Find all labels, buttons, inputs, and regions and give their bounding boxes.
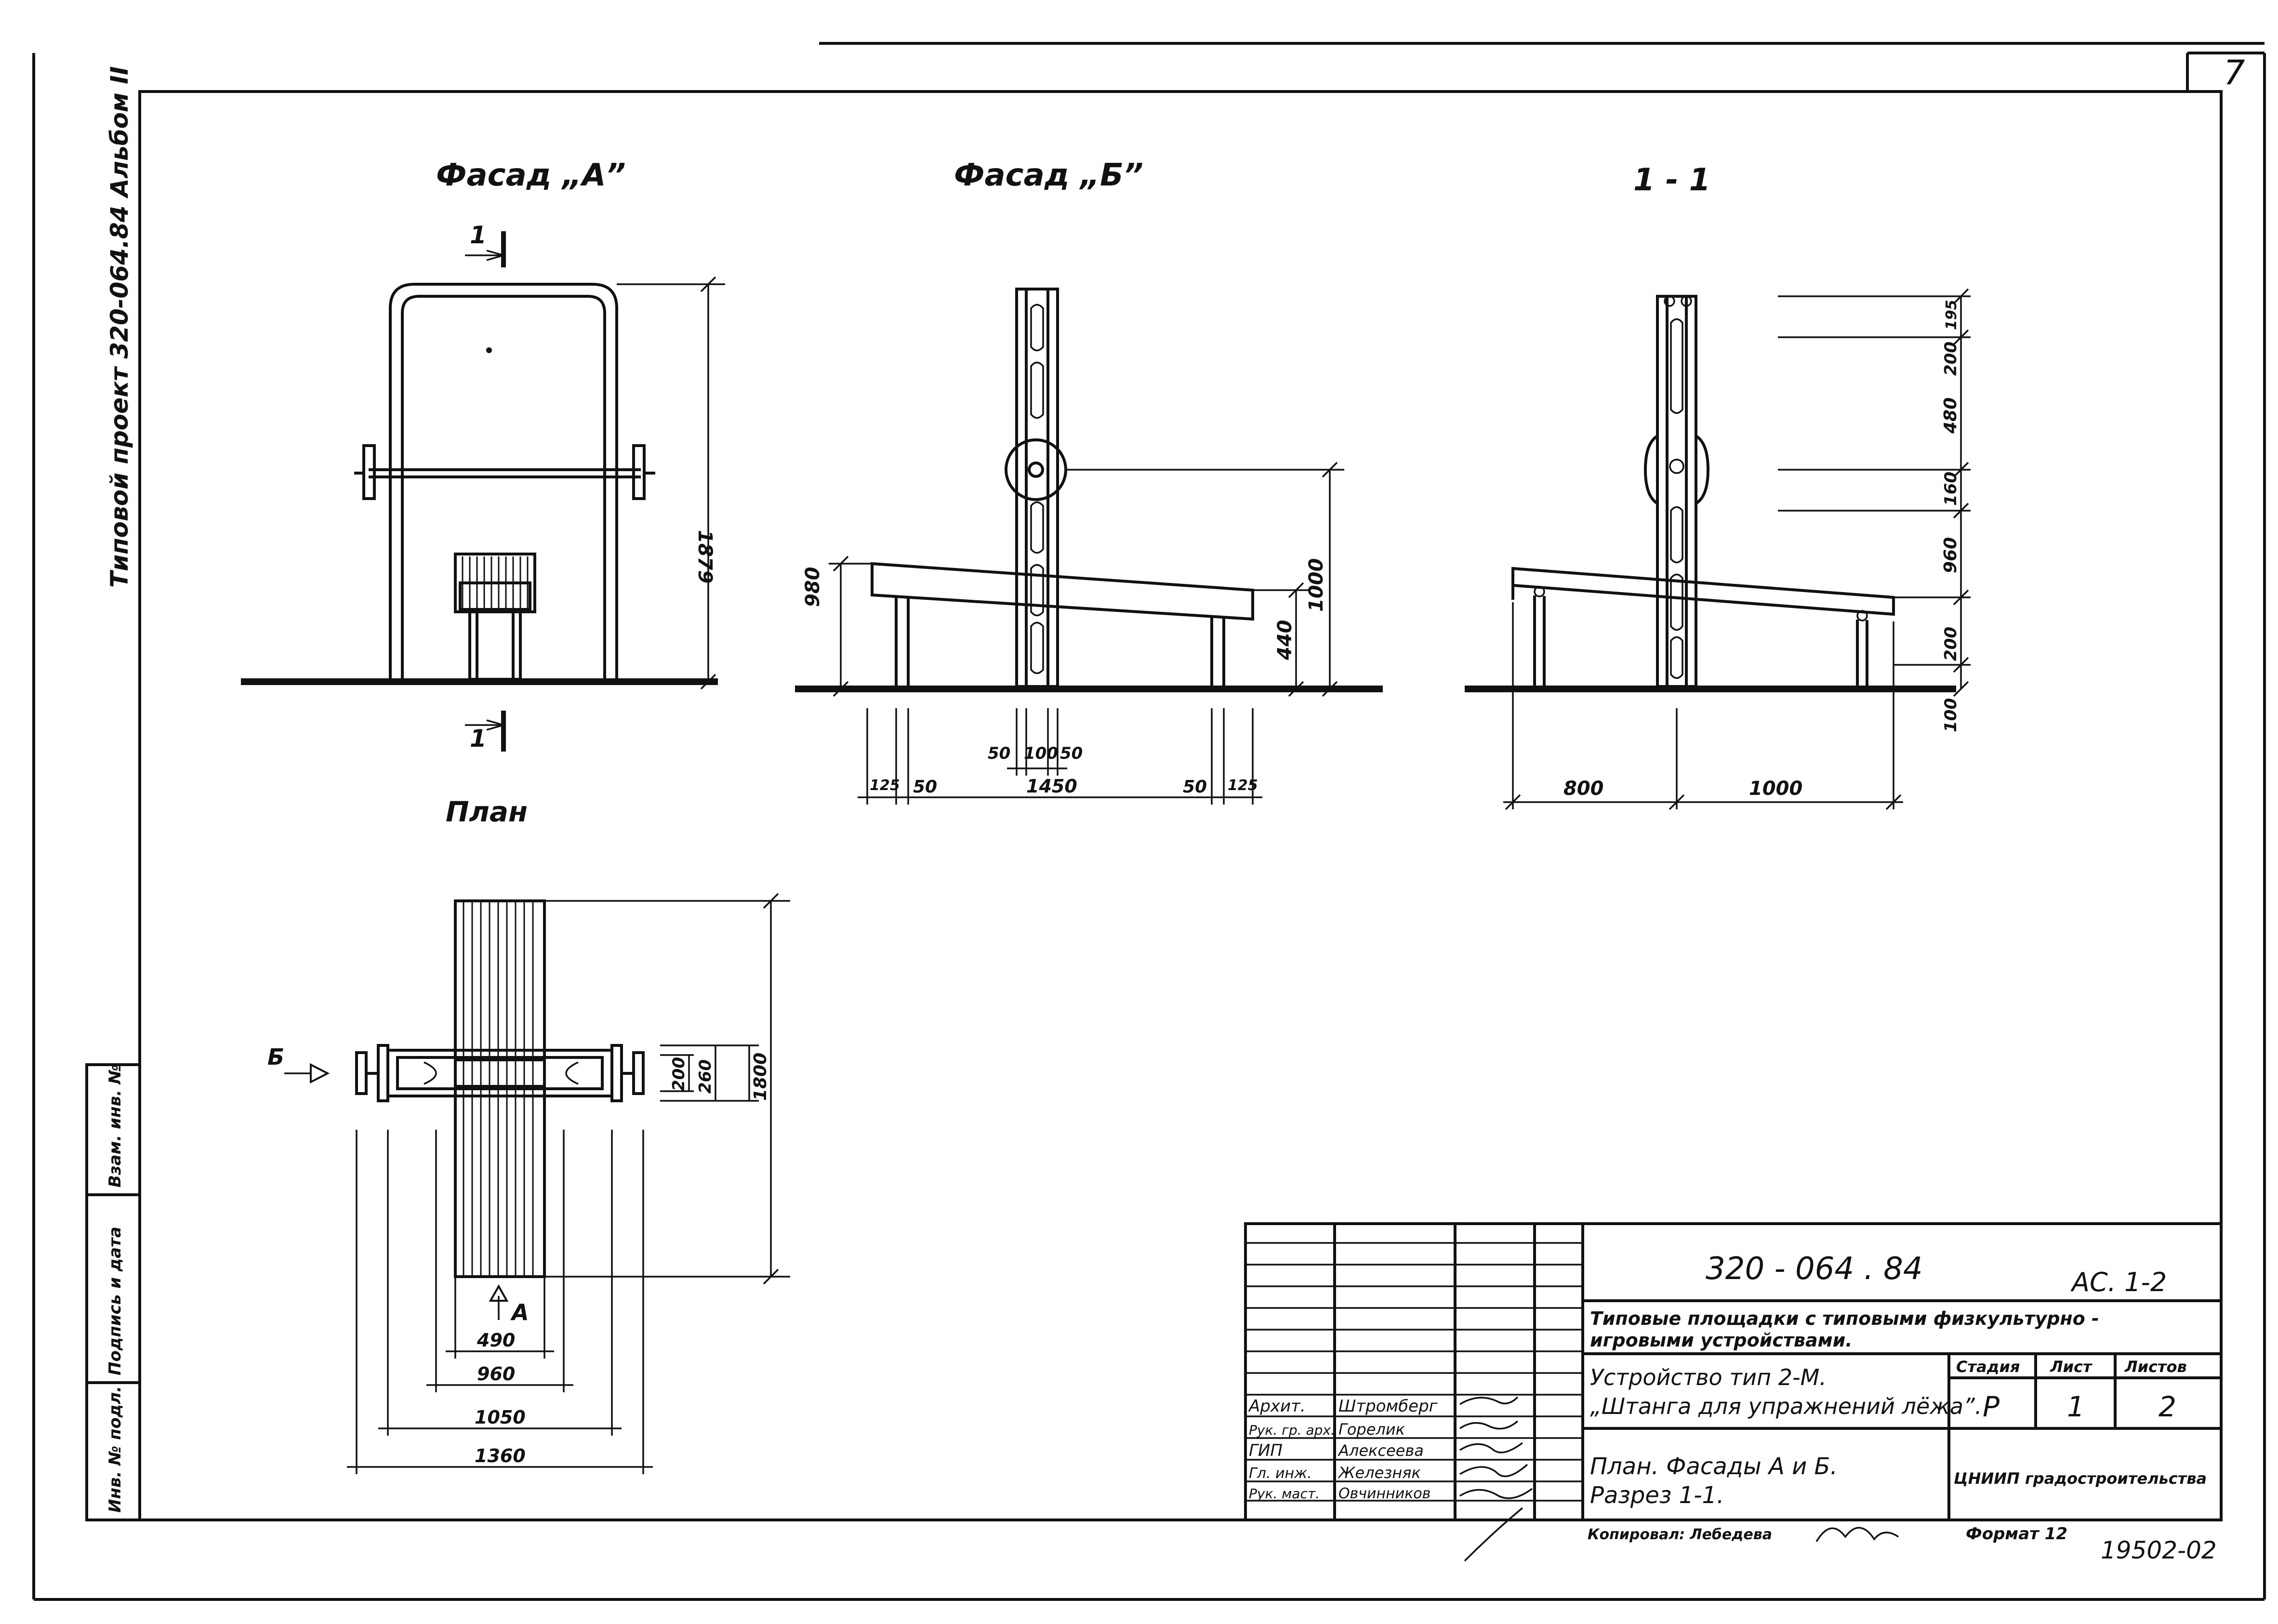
title-block-signatures: [1459, 1396, 1533, 1562]
tb-col-sheet: Лист: [2050, 1358, 2093, 1376]
tb-sheet-title-line2: Разрез 1-1.: [1590, 1482, 1724, 1509]
facade-a-drawing: [241, 231, 725, 752]
plan-arrow-b-label: Б: [267, 1044, 284, 1070]
tb-role-1: Рук. гр. арх.: [1249, 1422, 1335, 1438]
tb-role-0: Архит.: [1248, 1397, 1306, 1416]
tb-sheet-title-line1: План. Фасады А и Б.: [1590, 1453, 1838, 1480]
dim-fb-1000: 1000: [1305, 558, 1327, 612]
tb-code: 320 - 064 . 84: [1706, 1251, 1923, 1287]
dim-fb-1450: 1450: [1026, 776, 1077, 797]
dim-fb-440: 440: [1274, 620, 1296, 661]
dim-p-960: 960: [477, 1363, 515, 1385]
plan-drawing: [284, 893, 790, 1474]
dim-s-1000: 1000: [1749, 778, 1802, 800]
title-facade-b: Фасад „Б”: [954, 158, 1143, 193]
tb-role-4: Рук. маст.: [1249, 1486, 1320, 1502]
tb-col-sheets: Листов: [2124, 1358, 2187, 1376]
tb-name-0: Штромберг: [1338, 1397, 1438, 1416]
dim-fb-100-top: 100: [1024, 744, 1058, 763]
sheet-frame: [32, 42, 2266, 1601]
dim-fa-1879: 1879: [694, 530, 716, 583]
dim-p-1360: 1360: [475, 1445, 526, 1466]
tb-val-stage: Р: [1983, 1390, 2000, 1423]
dim-fb-125-left: 125: [870, 777, 900, 794]
dim-s-100: 100: [1941, 698, 1960, 732]
plan-arrow-a-label: А: [510, 1299, 529, 1325]
tb-role-3: Гл. инж.: [1249, 1465, 1312, 1482]
tb-name-4: Овчинников: [1338, 1485, 1430, 1502]
tb-col-stage: Стадия: [1956, 1358, 2020, 1376]
cut-mark-top: 1: [470, 221, 487, 249]
title-block-grid: [1244, 1222, 2223, 1521]
dim-fb-50-top2: 50: [1060, 744, 1083, 763]
side-stamp-text-3: Взам. инв. №: [106, 1064, 125, 1188]
tb-role-2: ГИП: [1249, 1441, 1283, 1460]
tb-name-1: Горелик: [1338, 1420, 1405, 1439]
title-plan: План: [446, 795, 528, 828]
copier-signature: [1815, 1527, 1899, 1542]
dim-s-480: 480: [1941, 397, 1960, 434]
tb-copied-by: Копировал: Лебедева: [1588, 1526, 1772, 1543]
side-stamp-text-1: Инв. № подл.: [106, 1386, 125, 1513]
tb-desc-line2: игровыми устройствами.: [1590, 1330, 1853, 1351]
dim-s-195: 195: [1943, 300, 1960, 330]
tb-format: Формат 12: [1966, 1524, 2067, 1544]
tb-val-sheets: 2: [2159, 1390, 2176, 1423]
tb-item-line1: Устройство тип 2-М.: [1590, 1364, 1827, 1390]
dim-fb-50-top1: 50: [988, 744, 1010, 763]
tb-archive-no: 19502-02: [2101, 1536, 2217, 1564]
sheet-number: 7: [2224, 53, 2245, 92]
tb-item-line2: „Штанга для упражнений лёжа”.: [1590, 1393, 1982, 1419]
side-label: Типовой проект 320-064.84 Альбом II: [106, 66, 133, 588]
tb-val-sheet: 1: [2067, 1390, 2085, 1423]
tb-sheet-code: АС. 1-2: [2070, 1267, 2167, 1297]
title-facade-a: Фасад „А”: [436, 158, 626, 193]
section-1-1-drawing: [1465, 288, 1971, 810]
dim-s-800: 800: [1563, 778, 1604, 800]
dim-p-490: 490: [477, 1330, 515, 1351]
tb-name-3: Железняк: [1338, 1464, 1421, 1482]
dim-s-200: 200: [1941, 342, 1960, 376]
dim-p-1050: 1050: [475, 1407, 526, 1428]
side-stamp: [85, 1063, 141, 1521]
dim-p-260: 260: [696, 1059, 715, 1094]
dim-fb-50-right: 50: [1183, 777, 1207, 797]
tb-org: ЦНИИП градостроительства: [1954, 1469, 2207, 1488]
dim-s-200b: 200: [1941, 627, 1960, 661]
cut-mark-bottom: 1: [470, 725, 487, 753]
dim-s-160: 160: [1941, 472, 1960, 506]
dim-fb-980: 980: [802, 567, 824, 607]
facade-b-drawing: [795, 288, 1383, 805]
dim-fb-125-right: 125: [1228, 777, 1258, 794]
dim-p-1800: 1800: [751, 1053, 770, 1101]
tb-name-2: Алексеева: [1338, 1441, 1424, 1460]
dim-s-960: 960: [1941, 537, 1960, 573]
dim-fb-50-left: 50: [913, 777, 937, 797]
tb-desc-line1: Типовые площадки с типовыми физкультурно…: [1590, 1308, 2099, 1329]
dim-p-200: 200: [669, 1057, 689, 1091]
title-section-1-1: 1 - 1: [1633, 162, 1710, 198]
side-stamp-text-2: Подпись и дата: [106, 1227, 125, 1375]
